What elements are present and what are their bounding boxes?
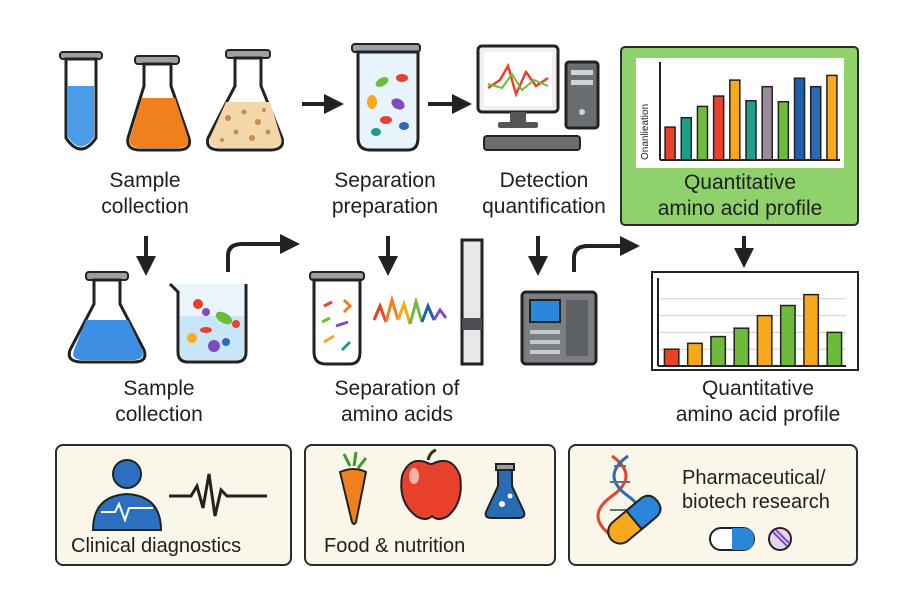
test-tube-icon [59,51,103,151]
step-label-sample-collection-2: Sample collection [115,377,203,426]
step-label-quantitative-profile-bottom: Quantitative amino acid profile [675,377,841,426]
beaker-icon [168,282,248,364]
flask-icon [484,463,526,519]
capsule-icon [607,494,662,545]
top-chart-bar [809,85,822,161]
separation-tube-icon [351,43,421,152]
top-chart-bar [826,74,838,161]
bottom-chart-bar [803,293,820,367]
pharma-icons [596,454,792,551]
heartbeat-icon [169,473,267,517]
person-icon [91,459,163,531]
application-label-pharma: Pharmaceutical/ biotech research [682,467,830,513]
bottom-chart-bar [663,348,680,367]
bottom-chart-frame [651,271,859,371]
bottom-bar-chart [657,278,846,367]
bottom-chart-bar [710,335,727,367]
top-chart-bar [745,100,757,161]
bottom-chart-bar [779,304,796,367]
application-panel-clinical: Clinical diagnostics [55,444,292,566]
top-chart-bar [680,116,693,161]
carrot-icon [338,451,368,525]
bottom-chart-bar [826,331,843,367]
curved-arrow-1 [226,234,300,272]
orange-flask-icon [126,55,191,152]
computer-icon [476,44,600,151]
top-chart-bar [793,77,806,161]
chart-y-axis-label: Onanlieation [640,104,651,160]
curved-arrow-2 [572,236,640,272]
step-label-separation-preparation: Separation preparation [331,169,439,218]
top-chart-bar [777,100,790,161]
application-label-food: Food & nutrition [324,535,466,557]
clinical-icons [91,459,267,531]
blue-flask-icon [67,271,147,364]
analyzer-instrument-icon [520,290,598,366]
food-icons [338,448,526,525]
separation-tube-2-icon [309,271,365,366]
application-label-clinical: Clinical diagnostics [71,535,242,557]
top-bar-chart [659,62,840,161]
bottom-chart-bar [756,314,773,367]
step-label-sample-collection: Sample collection [101,169,189,218]
culture-flask-icon [206,49,284,152]
application-panel-food: Food & nutrition [304,444,556,566]
step-label-separation-of-amino-acids: Separation of amino acids [334,377,460,426]
chromatography-column-icon [460,238,484,366]
top-chart-bar [664,126,676,161]
chromatogram-wave-icon [372,294,448,325]
top-chart-bar [761,85,773,161]
top-chart-bar [696,105,709,161]
step-label-quantitative-profile-top: Quantitative amino acid profile [657,171,823,220]
application-panel-pharma: Pharmaceutical/ biotech research [568,444,858,566]
bottom-chart-bar [686,342,703,367]
step-label-detection-quantification: Detection quantification [482,169,606,218]
bottom-chart-bar [733,327,750,367]
apple-icon [400,448,462,520]
top-chart-bar [712,95,725,161]
top-chart-bar [729,79,741,161]
pill-icon [709,527,792,551]
